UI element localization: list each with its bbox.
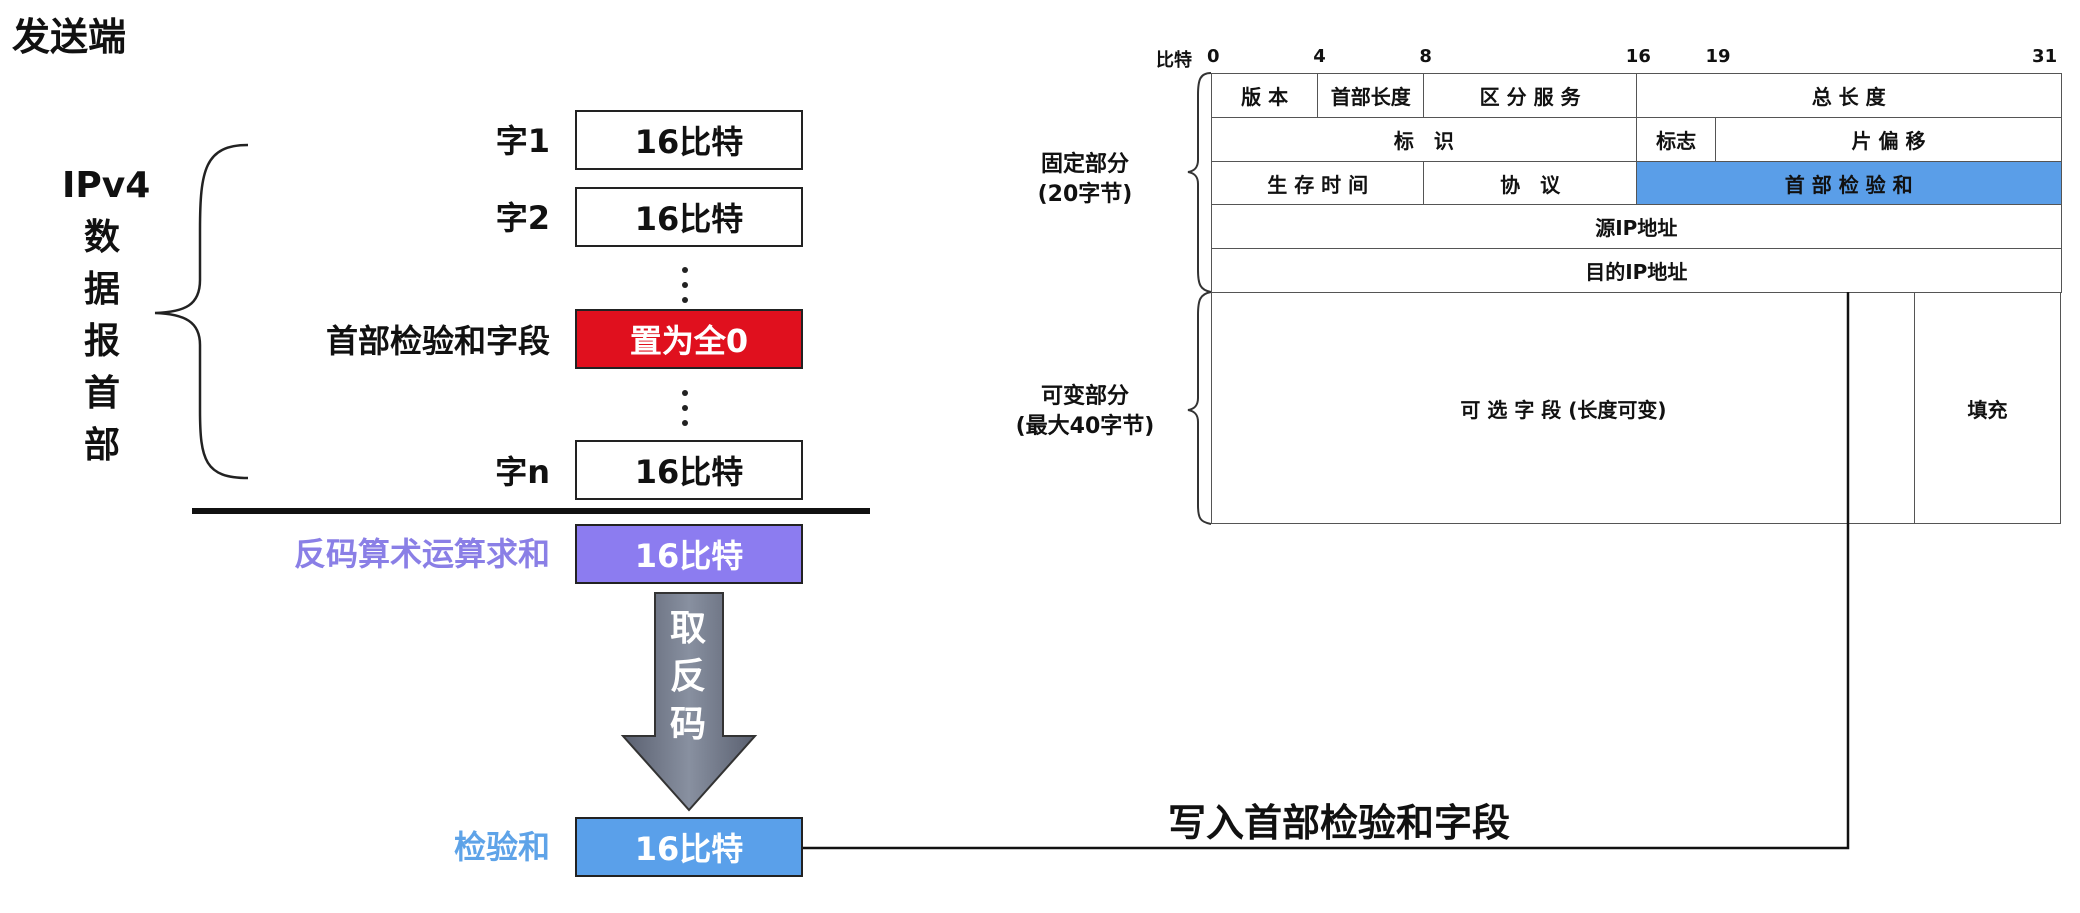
divider-line (192, 508, 870, 514)
complement-char: 码 (669, 704, 706, 745)
header-field: 源IP地址 (1211, 204, 2062, 249)
header-field: 协 议 (1423, 161, 1637, 206)
header-field: 首部长度 (1317, 73, 1425, 118)
bit-tick-label: 4 (1313, 46, 1326, 67)
word-2-label: 字2 (495, 199, 550, 237)
label-char: 部 (83, 425, 120, 466)
fixed-part-brace (1187, 72, 1212, 293)
header-field: 标志 (1635, 117, 1717, 162)
label-char: IPv4 (62, 165, 151, 206)
checksum-field-zero-box: 置为全0 (575, 309, 803, 369)
ellipsis-dots (682, 267, 690, 312)
padding-field: 填充 (1914, 292, 2061, 524)
label-char: 报 (83, 321, 120, 362)
header-field: 目的IP地址 (1211, 248, 2062, 293)
header-checksum-field: 首 部 检 验 和 (1635, 161, 2062, 206)
ipv4-header-label: IPv4 数 据 报 首 部 (62, 160, 151, 472)
word-n-label: 字n (495, 453, 550, 491)
variable-part-label: 可变部分 (最大40字节) (1010, 382, 1160, 442)
bit-tick-label: 0 (1207, 46, 1220, 67)
header-field: 片 偏 移 (1715, 117, 2062, 162)
bit-tick-label: 31 (2032, 46, 2058, 67)
complement-label: 取 反 码 (660, 605, 716, 749)
word-1-box: 16比特 (575, 110, 803, 170)
word-1-label: 字1 (495, 122, 550, 160)
word-2-box: 16比特 (575, 187, 803, 247)
label-char: 首 (83, 373, 120, 414)
write-to-header-label: 写入首部检验和字段 (1168, 801, 1511, 845)
label-char: 数 (83, 217, 120, 258)
sum-label: 反码算术运算求和 (293, 535, 550, 573)
header-field: 区 分 服 务 (1423, 73, 1637, 118)
ellipsis-dots (682, 390, 690, 435)
sender-title: 发送端 (12, 15, 127, 59)
options-field: 可 选 字 段 (长度可变) (1211, 292, 1916, 524)
header-field: 标 识 (1211, 117, 1637, 162)
complement-char: 取 (669, 608, 706, 649)
complement-arrow (620, 592, 758, 812)
bit-tick-label: 8 (1419, 46, 1432, 67)
header-field: 版 本 (1211, 73, 1319, 118)
sum-box: 16比特 (575, 524, 803, 584)
fixed-part-size: (20字节) (1037, 182, 1133, 207)
bits-label: 比特 (1156, 50, 1192, 71)
bit-tick-label: 16 (1625, 46, 1651, 67)
fixed-part-title: 固定部分 (1040, 152, 1129, 177)
word-n-box: 16比特 (575, 440, 803, 500)
fixed-part-label: 固定部分 (20字节) (1010, 150, 1160, 210)
variable-part-title: 可变部分 (1040, 384, 1129, 409)
header-field: 总 长 度 (1635, 73, 2062, 118)
checksum-label: 检验和 (453, 828, 550, 866)
bit-tick-label: 19 (1705, 46, 1731, 67)
complement-char: 反 (669, 656, 706, 697)
variable-part-brace (1187, 291, 1212, 525)
label-char: 据 (83, 269, 120, 310)
checksum-field-label: 首部检验和字段 (325, 322, 550, 360)
checksum-box: 16比特 (575, 817, 803, 877)
header-field: 生 存 时 间 (1211, 161, 1425, 206)
left-curly-brace (154, 143, 249, 480)
variable-part-size: (最大40字节) (1015, 414, 1155, 439)
